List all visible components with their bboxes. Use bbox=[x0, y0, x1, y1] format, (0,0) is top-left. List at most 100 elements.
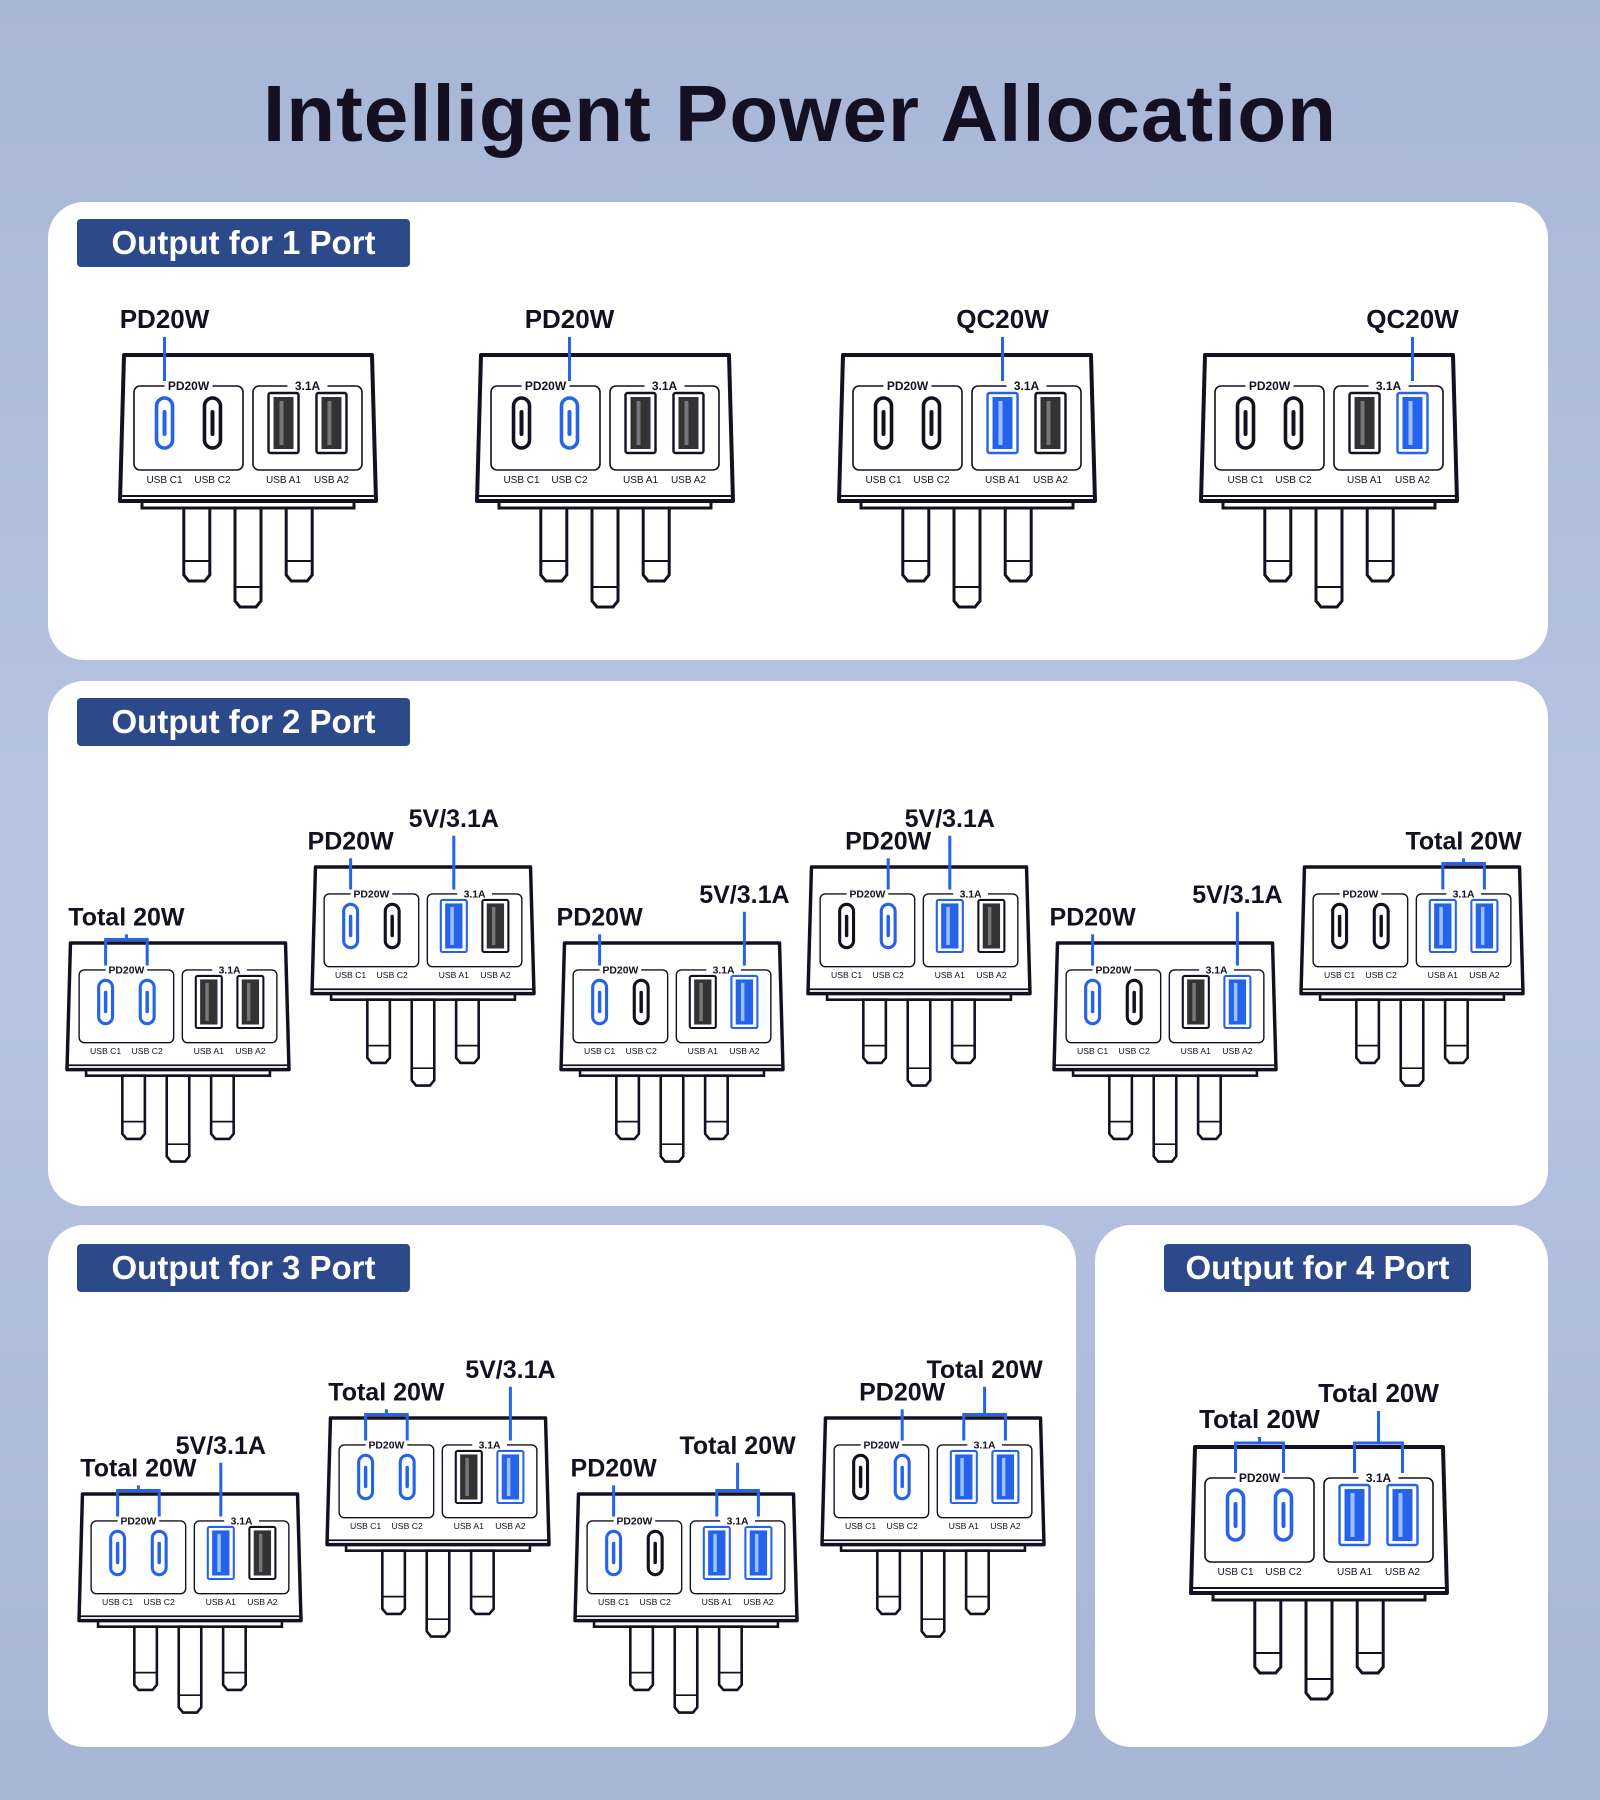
plug-pin bbox=[454, 998, 480, 1065]
annotation: PD20W bbox=[120, 304, 210, 381]
usb-a-contact bbox=[1350, 1493, 1355, 1537]
annotation: QC20W bbox=[1366, 304, 1459, 381]
port-group-c-frame bbox=[852, 385, 963, 471]
group-label-bg bbox=[1092, 963, 1135, 976]
port-name-label: USB A2 bbox=[990, 1521, 1020, 1531]
annotation-label: PD20W bbox=[859, 1378, 946, 1406]
port-name-label: USB C1 bbox=[90, 1046, 121, 1056]
port-group-c-frame bbox=[90, 1520, 187, 1595]
annotation: Total 20W bbox=[926, 1356, 1043, 1441]
plug-pin bbox=[964, 1549, 990, 1616]
group-label-bg bbox=[1199, 963, 1234, 976]
usb-a-insert bbox=[241, 979, 260, 1025]
group-label-bg bbox=[967, 1438, 1002, 1451]
group-label-bg bbox=[953, 887, 988, 900]
annotation-label: 5V/3.1A bbox=[1192, 881, 1282, 909]
annotation-label: PD20W bbox=[557, 903, 644, 931]
port-name-label: USB C1 bbox=[350, 1521, 381, 1531]
section-label-4-port: Output for 4 Port bbox=[1164, 1244, 1471, 1292]
plug-pin bbox=[1355, 1598, 1385, 1675]
group-label-bg bbox=[117, 1514, 160, 1527]
port-group-c-frame bbox=[833, 1444, 930, 1519]
annotation: Total 20W bbox=[679, 1432, 796, 1517]
port-name-label: USB C2 bbox=[887, 1521, 918, 1531]
port-group-a-label: 3.1A bbox=[464, 889, 486, 900]
usb-c-tongue bbox=[858, 1465, 863, 1489]
group-label-bg bbox=[164, 379, 213, 393]
port-group-c-frame bbox=[78, 969, 175, 1044]
earth-pin bbox=[177, 1625, 203, 1714]
group-label-bg bbox=[846, 887, 889, 900]
usb-a-contact bbox=[636, 401, 641, 445]
port-group-c-label: PD20W bbox=[353, 889, 389, 900]
port-group-c-label: PD20W bbox=[1239, 1471, 1281, 1485]
port-name-label: USB C1 bbox=[1227, 475, 1264, 486]
usb-c-tongue bbox=[103, 990, 108, 1014]
usb-c-tongue bbox=[162, 410, 167, 436]
port-group-c-label: PD20W bbox=[863, 1440, 899, 1451]
port-group-c-label: PD20W bbox=[368, 1440, 404, 1451]
annotation-label: QC20W bbox=[1366, 304, 1459, 334]
plug-pin bbox=[469, 1549, 495, 1616]
usb-a-contact bbox=[740, 982, 745, 1022]
port-name-label: USB C2 bbox=[144, 1597, 175, 1607]
group-label-bg bbox=[1339, 887, 1382, 900]
section-label-3-port: Output for 3 Port bbox=[77, 1244, 410, 1292]
port-name-label: USB A2 bbox=[1222, 1046, 1252, 1056]
annotation-label: Total 20W bbox=[1318, 1378, 1439, 1408]
group-label-bg bbox=[365, 1438, 408, 1451]
earth-pin bbox=[952, 506, 982, 609]
group-label-bg bbox=[224, 1514, 259, 1527]
port-name-label: USB C2 bbox=[640, 1597, 671, 1607]
port-group-c-label: PD20W bbox=[887, 379, 929, 393]
usb-a-contact bbox=[465, 1457, 469, 1497]
annotation-label: PD20W bbox=[571, 1454, 658, 1482]
earth-pin bbox=[165, 1074, 191, 1163]
earth-pin bbox=[920, 1549, 946, 1638]
port-name-label: USB C1 bbox=[1324, 970, 1355, 980]
group-label-bg bbox=[599, 963, 642, 976]
usb-a-contact bbox=[987, 906, 992, 946]
usb-a-contact bbox=[491, 906, 496, 946]
port-group-c-frame bbox=[1312, 893, 1409, 968]
annotation-label: Total 20W bbox=[68, 903, 185, 931]
port-name-label: USB C1 bbox=[584, 1046, 615, 1056]
usb-c-tongue bbox=[210, 410, 215, 436]
port-name-label: USB C2 bbox=[392, 1521, 423, 1531]
annotation-label: Total 20W bbox=[1199, 1404, 1320, 1434]
port-group-a-label: 3.1A bbox=[231, 1516, 253, 1527]
plug-pin bbox=[209, 1074, 235, 1141]
annotation: Total 20W bbox=[1199, 1404, 1320, 1473]
usb-a-contact bbox=[279, 401, 284, 445]
port-group-c-label: PD20W bbox=[120, 1516, 156, 1527]
earth-pin bbox=[1399, 998, 1425, 1087]
annotation-label: 5V/3.1A bbox=[409, 805, 499, 833]
usb-c-tongue bbox=[157, 1541, 161, 1565]
port-name-label: USB A2 bbox=[1469, 970, 1499, 980]
port-name-label: USB A2 bbox=[671, 475, 706, 486]
port-group-c-label: PD20W bbox=[849, 889, 885, 900]
port-name-label: USB C1 bbox=[831, 970, 862, 980]
port-group-c-label: PD20W bbox=[1095, 965, 1131, 976]
plug-pin bbox=[950, 998, 976, 1065]
group-label-bg bbox=[613, 1514, 656, 1527]
annotation: Total 20W bbox=[1405, 827, 1522, 890]
port-name-label: USB C2 bbox=[377, 970, 408, 980]
usb-a-contact bbox=[217, 1533, 221, 1573]
usb-c-tongue bbox=[363, 1465, 368, 1489]
port-group-c-label: PD20W bbox=[1342, 889, 1378, 900]
group-label-bg bbox=[883, 379, 932, 393]
usb-a-contact bbox=[754, 1533, 759, 1573]
port-group-c-frame bbox=[133, 385, 244, 471]
port-name-label: USB C1 bbox=[503, 475, 540, 486]
port-group-a-label: 3.1A bbox=[652, 379, 678, 393]
port-group-a-label: 3.1A bbox=[479, 1440, 501, 1451]
